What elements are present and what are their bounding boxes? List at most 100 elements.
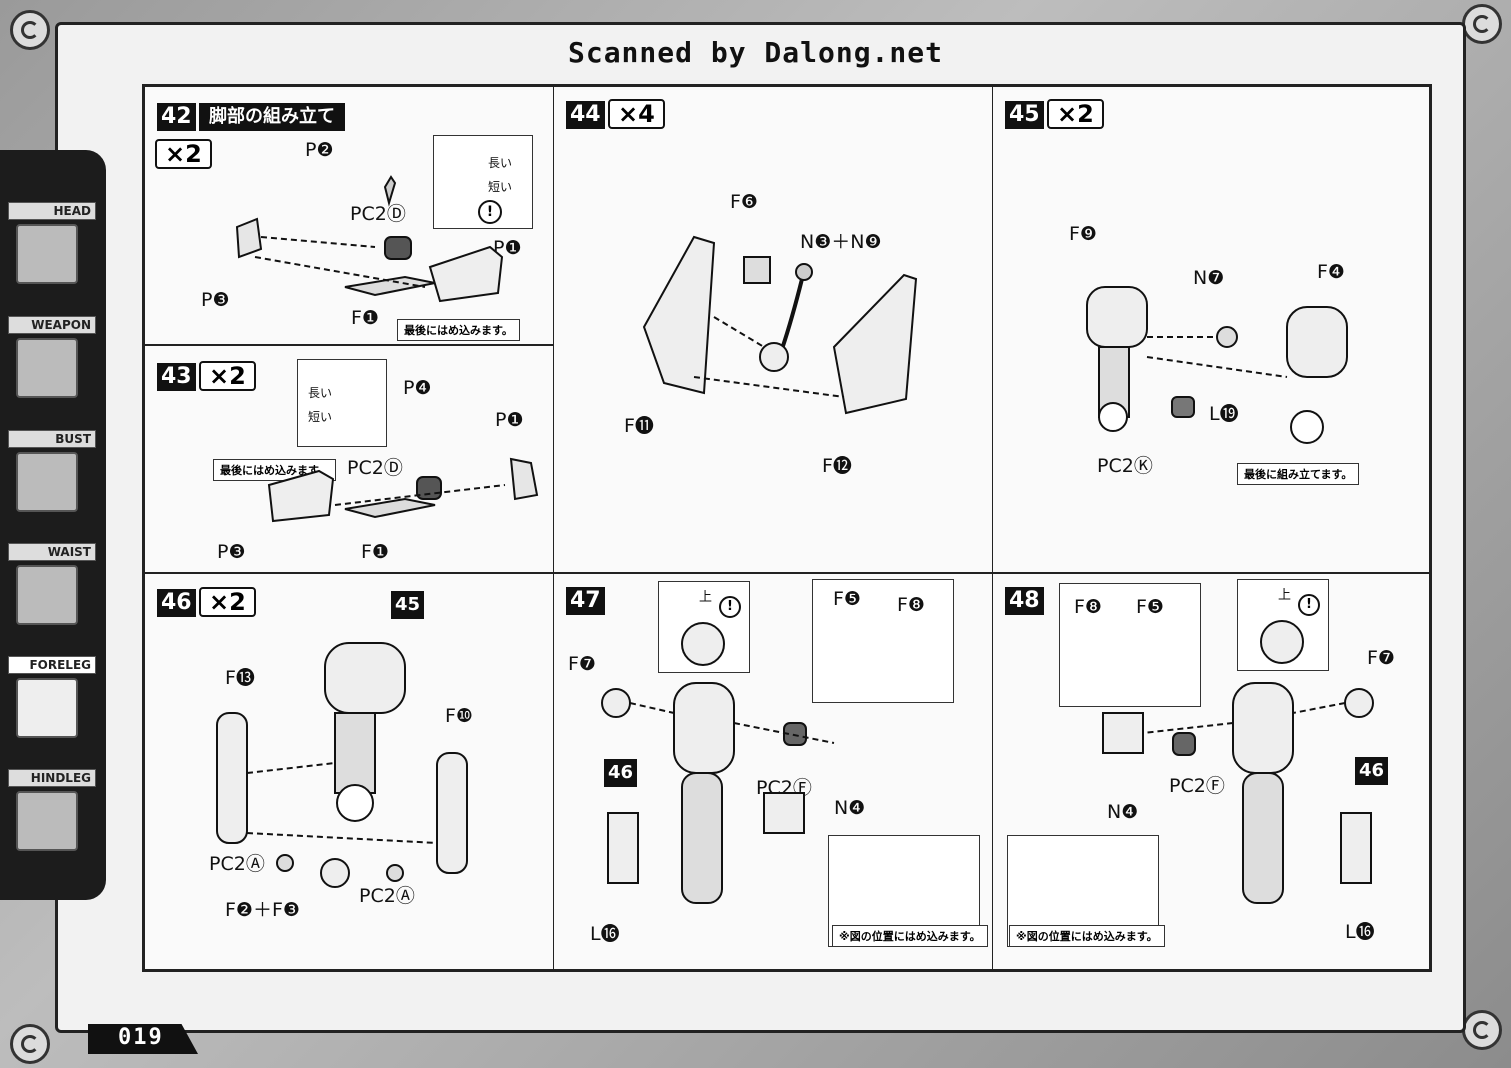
detail-label: 長い [488,156,513,170]
part-label: PC2Ⓓ [350,203,406,225]
orientation-label: 上 [699,590,713,605]
part-label: F❺ [833,588,861,610]
part-label: F❻ [730,191,758,213]
part-label: PC2Ⓚ [1097,455,1153,477]
page-title: Scanned by Dalong.net [567,36,943,69]
step-number: 48 [1005,587,1044,615]
step-47-panel: 47 上 ! F❺ F❽ F❼ 46 PC2Ⓕ N❹ L⓰ ※図の位置にはめ込み… [553,572,993,970]
part-label: F❼ [1367,647,1395,669]
step-46-illustration [216,642,468,888]
part-label: F⓭ [225,667,255,689]
assembly-note: ※図の位置にはめ込みます。 [1009,925,1165,947]
quantity-multiplier: ×2 [1047,99,1104,129]
part-label: L⓰ [590,923,620,945]
waist-part-icon [16,565,78,625]
step-reference: 46 [604,759,638,787]
joint-part-icon [681,622,725,666]
sidebar-item-label: HINDLEG [8,769,96,787]
sidebar-item-weapon[interactable]: WEAPON [8,316,96,398]
sidebar-item-label: WAIST [8,543,96,561]
orientation-inset: 上 ! [1237,579,1329,671]
step-45-panel: 45 ×2 F❾ N❼ F❹ L⓳ PC2Ⓚ 最後に組み立てます。 [992,86,1430,574]
quantity-multiplier: ×4 [608,99,665,129]
step-title: 脚部の組み立て [199,103,345,131]
step-43-panel: 43 ×2 長い 短い P❹ P❶ PC2Ⓓ 最後にはめ込みます。 P❸ F❶ [144,344,554,574]
step-number: 43 [157,363,196,391]
part-label: F❾ [1069,223,1097,245]
step-46-panel: 46 ×2 45 F⓭ F❿ PC2Ⓐ F❷＋F❸ PC2Ⓐ [144,572,554,970]
part-label: F❶ [361,541,389,563]
length-detail-inset: 長い 短い [297,359,387,447]
corner-emblem-icon [10,1024,50,1064]
step-44-panel: 44 ×4 F❻ N❸＋N❾ F⓫ F⓬ [553,86,993,574]
part-label: N❸＋N❾ [800,231,882,253]
quantity-multiplier: ×2 [199,587,256,617]
part-label: L⓳ [1209,403,1239,425]
assembly-note: ※図の位置にはめ込みます。 [832,925,988,947]
sidebar-item-bust[interactable]: BUST [8,430,96,512]
sidebar-item-hindleg[interactable]: HINDLEG [8,769,96,851]
foreleg-part-icon [16,678,78,738]
step-number: 42 [157,103,196,131]
instruction-grid: 42 脚部の組み立て ×2 P❷ PC2Ⓓ P❶ P❸ F❶ 長い 短い ! 最… [142,84,1432,972]
step-42-illustration [235,175,504,303]
detail-label: 短い [308,410,333,424]
part-label: F❽ [897,594,925,616]
step-reference: 46 [1355,757,1389,785]
part-label: F❺ [1136,596,1164,618]
joint-part-icon [1260,620,1304,664]
part-label: P❸ [217,541,246,563]
step-48-illustration [1102,682,1374,904]
part-detail-inset: F❽ F❺ [1059,583,1201,707]
sidebar-item-label: HEAD [8,202,96,220]
part-label: F❽ [1074,596,1102,618]
step-48-panel: 48 F❽ F❺ 上 ! F❼ PC2Ⓕ 46 N❹ L⓰ ※図の位置にはめ込み… [992,572,1430,970]
part-label: F⓫ [624,415,654,437]
step-43-illustration [267,457,539,523]
part-label: F❼ [568,653,596,675]
orientation-inset: 上 ! [658,581,750,673]
sidebar-item-waist[interactable]: WAIST [8,543,96,625]
sidebar-item-label: BUST [8,430,96,448]
step-number: 46 [157,589,196,617]
part-label: P❹ [403,377,432,399]
part-label: F❿ [445,705,473,727]
sidebar-item-label: FORELEG [8,656,96,674]
caution-icon: ! [1298,594,1320,616]
step-47-illustration [601,682,835,904]
part-label: P❶ [495,409,524,431]
part-label: L⓰ [1345,921,1375,943]
part-detail-inset: F❺ F❽ [812,579,954,703]
part-label: N❼ [1193,267,1225,289]
sidebar-item-foreleg[interactable]: FORELEG [8,656,96,738]
quantity-multiplier: ×2 [155,139,212,169]
sidebar-item-head[interactable]: HEAD [8,202,96,284]
part-label: P❷ [305,139,334,161]
part-label: N❹ [1107,801,1139,823]
part-label: P❶ [493,237,522,259]
part-label: F❷＋F❸ [225,899,300,921]
page-number-tab [88,1024,198,1054]
quantity-multiplier: ×2 [199,361,256,391]
assembly-note: 最後にはめ込みます。 [397,319,520,341]
detail-label: 長い [308,386,333,400]
orientation-label: 上 [1278,588,1292,603]
caution-icon: ! [719,596,741,618]
caution-icon: ! [478,200,502,224]
bust-part-icon [16,452,78,512]
hindleg-part-icon [16,791,78,851]
step-45-illustration [1086,286,1348,444]
part-label: PC2Ⓕ [1169,775,1225,797]
part-label: PC2Ⓐ [209,853,265,875]
step-number: 45 [1005,101,1044,129]
step-number: 44 [566,101,605,129]
part-label: F❶ [351,307,379,329]
part-label: F❹ [1317,261,1345,283]
part-label: N❹ [834,797,866,819]
part-label: PC2Ⓐ [359,885,415,907]
page-number: 019 [118,1025,164,1050]
length-detail-inset: 長い 短い ! [433,135,533,229]
corner-emblem-icon [10,10,50,50]
part-label: F⓬ [822,455,852,477]
section-sidebar: HEAD WEAPON BUST WAIST FORELEG HINDLEG [0,150,106,900]
